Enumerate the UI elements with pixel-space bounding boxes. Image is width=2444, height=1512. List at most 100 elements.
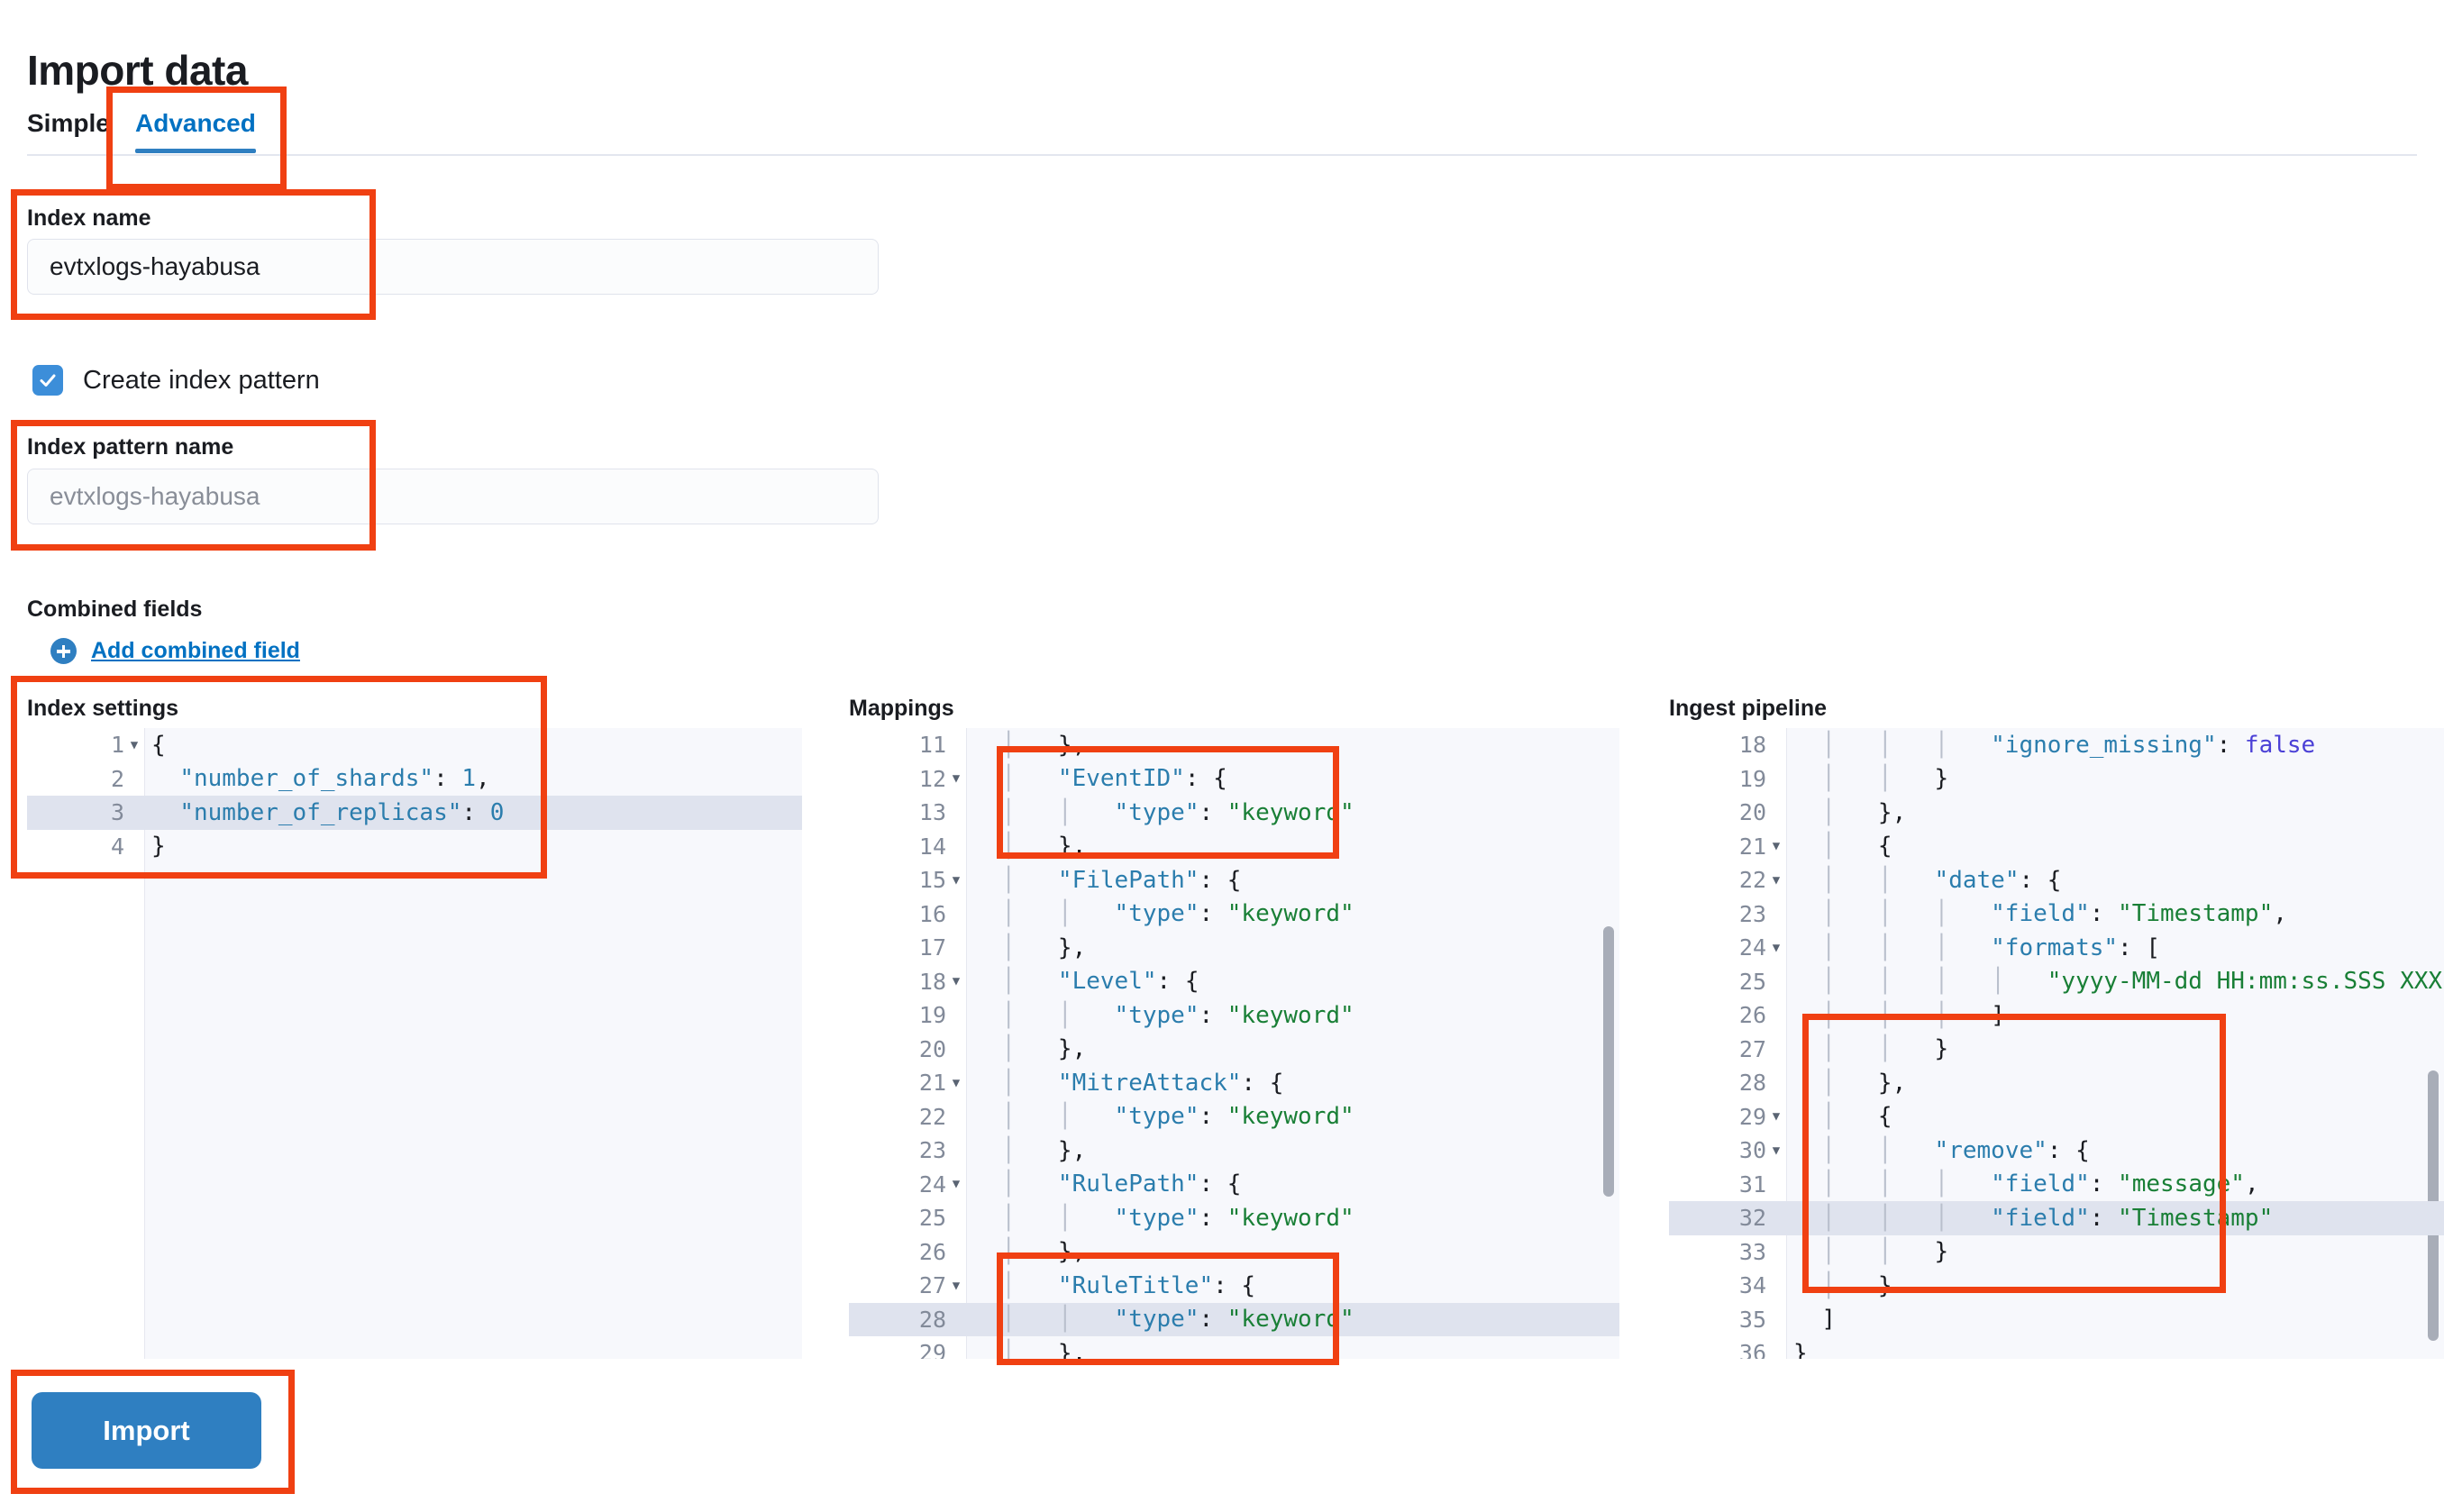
code-line[interactable]: 20 │ },: [849, 1033, 1619, 1067]
code-text: │ "Level": {: [973, 968, 1199, 996]
code-line[interactable]: 21▼ │ {: [1669, 830, 2444, 864]
code-line[interactable]: 1▼{: [27, 728, 802, 762]
code-line[interactable]: 2 "number_of_shards": 1,: [27, 762, 802, 797]
code-line[interactable]: 21▼ │ "MitreAttack": {: [849, 1066, 1619, 1100]
code-text: │ },: [973, 1339, 1087, 1359]
code-line[interactable]: 16 │ │ "type": "keyword": [849, 897, 1619, 932]
code-text: │ │ "remove": {: [1793, 1136, 2090, 1164]
code-line[interactable]: 3 "number_of_replicas": 0: [27, 796, 802, 830]
code-line[interactable]: 29▼ │ {: [1669, 1100, 2444, 1134]
checkmark-icon[interactable]: [32, 365, 63, 396]
fold-arrow-icon[interactable]: ▼: [952, 974, 961, 989]
code-line[interactable]: 17 │ },: [849, 931, 1619, 965]
mappings-scrollbar[interactable]: [1603, 926, 1614, 1197]
fold-arrow-icon[interactable]: ▼: [1772, 872, 1781, 888]
code-text: │ },: [973, 934, 1087, 961]
code-line[interactable]: 32 │ │ │ "field": "Timestamp": [1669, 1201, 2444, 1235]
code-line[interactable]: 27 │ │ }: [1669, 1033, 2444, 1067]
line-number: 17: [918, 934, 946, 961]
fold-arrow-icon[interactable]: ▼: [952, 1177, 961, 1192]
code-text: │ "EventID": {: [973, 765, 1227, 793]
line-number: 20: [918, 1035, 946, 1062]
index-settings-editor[interactable]: 1▼{2 "number_of_shards": 1,3 "number_of_…: [27, 728, 802, 1359]
code-text: {: [151, 731, 166, 759]
code-line[interactable]: 20 │ },: [1669, 796, 2444, 830]
mappings-editor[interactable]: 11 │ },12▼ │ "EventID": {13 │ │ "type": …: [849, 728, 1619, 1359]
create-index-pattern-checkbox-row[interactable]: Create index pattern: [32, 365, 320, 396]
code-line[interactable]: 14 │ },: [849, 830, 1619, 864]
code-line[interactable]: 26 │ │ │ ]: [1669, 998, 2444, 1033]
code-text: │ },: [973, 833, 1087, 861]
code-line[interactable]: 4}: [27, 830, 802, 864]
code-line[interactable]: 26 │ },: [849, 1235, 1619, 1270]
code-line[interactable]: 28 │ },: [1669, 1066, 2444, 1100]
tab-advanced[interactable]: Advanced: [135, 99, 256, 153]
tab-advanced-label: Advanced: [135, 109, 256, 137]
fold-arrow-icon[interactable]: ▼: [1772, 839, 1781, 854]
code-line[interactable]: 34 │ }: [1669, 1269, 2444, 1303]
code-text: │ }: [1793, 1271, 1892, 1299]
tab-simple[interactable]: Simple: [27, 109, 110, 137]
add-combined-field-label: Add combined field: [91, 638, 300, 663]
code-text: │ },: [973, 731, 1087, 759]
code-line[interactable]: 19 │ │ "type": "keyword": [849, 998, 1619, 1033]
code-line[interactable]: 24▼ │ │ │ "formats": [: [1669, 931, 2444, 965]
line-number: 14: [918, 833, 946, 860]
fold-arrow-icon[interactable]: ▼: [952, 872, 961, 888]
line-number: 25: [918, 1205, 946, 1232]
line-number: 25: [1738, 968, 1766, 995]
code-line[interactable]: 23 │ │ │ "field": "Timestamp",: [1669, 897, 2444, 932]
code-line[interactable]: 30 ▼ │ │ "remove": {: [1669, 1134, 2444, 1168]
code-text: │ │ }: [1793, 1035, 1949, 1063]
mappings-gutter: [849, 728, 967, 1359]
fold-arrow-icon[interactable]: ▼: [1772, 940, 1781, 955]
code-line[interactable]: 15▼ │ "FilePath": {: [849, 863, 1619, 897]
code-line[interactable]: 25 │ │ "type": "keyword": [849, 1201, 1619, 1235]
code-line[interactable]: 27▼ │ "RuleTitle": {: [849, 1269, 1619, 1303]
code-line[interactable]: 31 │ │ │ "field": "message",: [1669, 1168, 2444, 1202]
code-line[interactable]: 29 │ },: [849, 1336, 1619, 1359]
code-line[interactable]: 18 │ │ │ "ignore_missing": false: [1669, 728, 2444, 762]
code-line[interactable]: 23 │ },: [849, 1134, 1619, 1168]
code-text: │ │ "type": "keyword": [973, 1204, 1354, 1232]
fold-arrow-icon[interactable]: ▼: [1772, 1109, 1781, 1125]
fold-arrow-icon[interactable]: ▼: [952, 1278, 961, 1293]
line-number: 29: [1738, 1103, 1766, 1130]
line-number: 19: [918, 1002, 946, 1029]
code-line[interactable]: 36}: [1669, 1336, 2444, 1359]
line-number: 30: [1738, 1137, 1766, 1164]
line-number: 4: [110, 833, 124, 860]
fold-arrow-icon[interactable]: ▼: [952, 771, 961, 787]
index-pattern-name-input[interactable]: evtxlogs-hayabusa: [27, 469, 879, 524]
create-index-pattern-label: Create index pattern: [83, 365, 320, 395]
add-combined-field-link[interactable]: Add combined field: [50, 638, 300, 664]
code-line[interactable]: 28 │ │ "type": "keyword": [849, 1302, 1619, 1336]
line-number: 22: [1738, 867, 1766, 894]
code-line[interactable]: 19 │ │ }: [1669, 762, 2444, 797]
import-button[interactable]: Import: [32, 1392, 261, 1469]
page-title: Import data: [27, 46, 248, 94]
line-number: 11: [918, 732, 946, 759]
code-line[interactable]: 18▼ │ "Level": {: [849, 965, 1619, 999]
code-text: }: [1793, 1339, 1808, 1359]
code-line[interactable]: 22▼ │ │ "date": {: [1669, 863, 2444, 897]
line-number: 34: [1738, 1272, 1766, 1299]
code-line[interactable]: 22 │ │ "type": "keyword": [849, 1100, 1619, 1134]
code-line[interactable]: 12▼ │ "EventID": {: [849, 762, 1619, 797]
code-line[interactable]: 13 │ │ "type": "keyword": [849, 796, 1619, 830]
code-line[interactable]: 11 │ },: [849, 728, 1619, 762]
mappings-title: Mappings: [849, 696, 954, 721]
fold-arrow-icon[interactable]: ▼: [952, 1075, 961, 1090]
tab-advanced-active-indicator: [135, 149, 256, 153]
code-line[interactable]: 33 │ │ }: [1669, 1235, 2444, 1270]
fold-arrow-icon[interactable]: ▼: [1772, 1143, 1781, 1158]
code-text: │ │ }: [1793, 1238, 1949, 1266]
index-name-input[interactable]: evtxlogs-hayabusa: [27, 239, 879, 295]
code-line[interactable]: 35 ]: [1669, 1303, 2444, 1337]
code-line[interactable]: 24▼ │ "RulePath": {: [849, 1168, 1619, 1202]
code-text: │ },: [973, 1136, 1087, 1164]
fold-arrow-icon[interactable]: ▼: [130, 737, 139, 752]
line-number: 15: [918, 867, 946, 894]
code-line[interactable]: 25 │ │ │ │ "yyyy-MM-dd HH:mm:ss.SSS XXX": [1669, 965, 2444, 999]
